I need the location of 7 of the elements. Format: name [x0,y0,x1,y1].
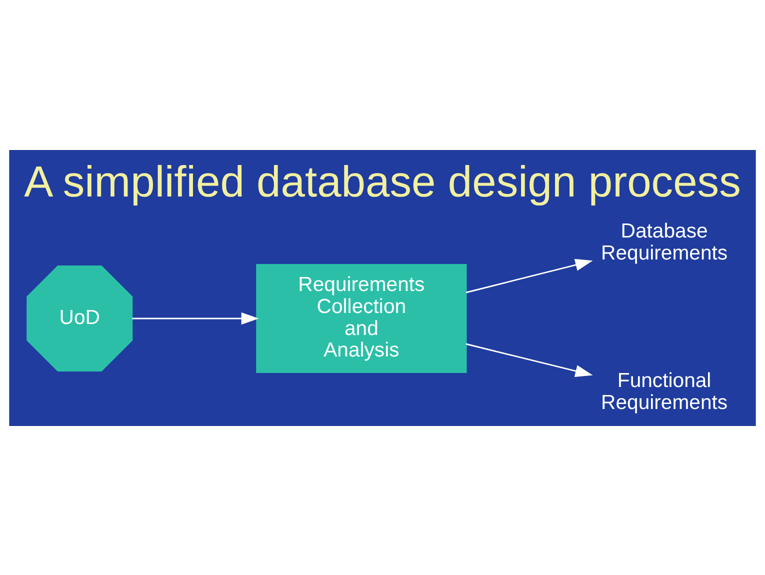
diagram-title: A simplified database design process [24,158,741,206]
node-text: Functional Requirements [601,370,728,414]
node-text: Database Requirements [601,220,728,264]
node-box: Requirements Collection and Analysis [256,264,467,372]
arrow [466,342,593,377]
arrow [132,312,259,324]
arrow [466,258,593,293]
